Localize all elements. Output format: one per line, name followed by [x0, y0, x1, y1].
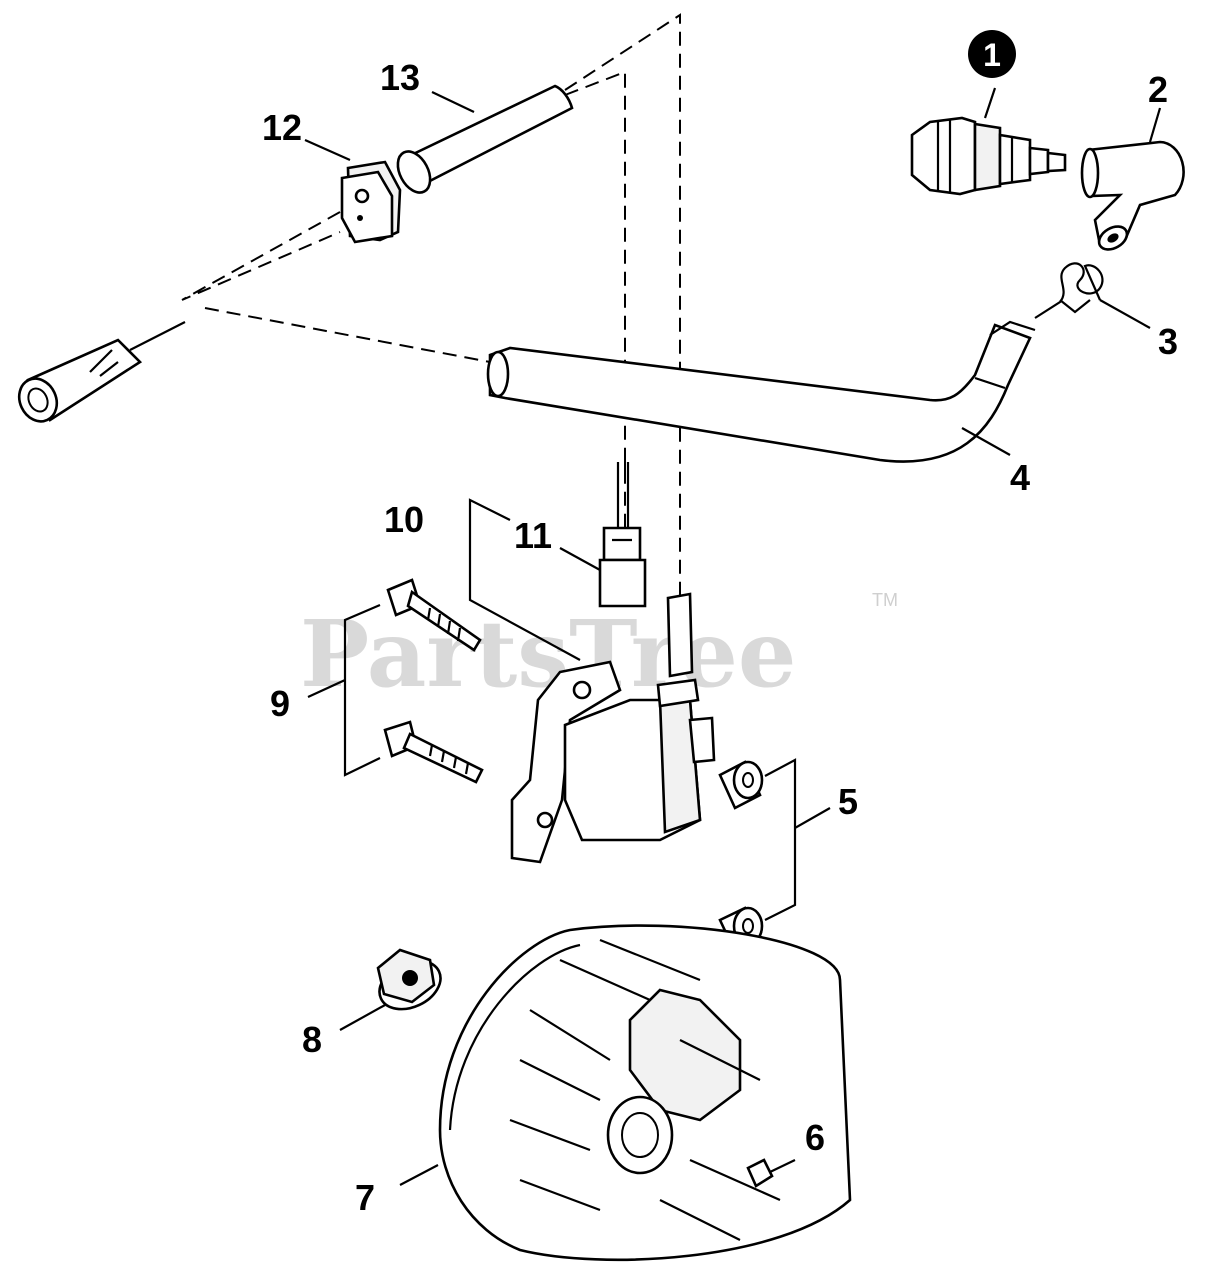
spacer-icon[interactable] — [718, 760, 764, 810]
watermark-tm: TM — [872, 590, 898, 610]
key-icon[interactable] — [746, 1158, 774, 1188]
callout-6[interactable]: 6 — [805, 1117, 825, 1158]
callout-2[interactable]: 2 — [1148, 69, 1168, 110]
bolt-icon[interactable] — [386, 578, 482, 652]
grommet-icon[interactable] — [340, 160, 402, 244]
spark-plug-icon[interactable] — [910, 116, 1067, 196]
callout-11[interactable]: 11 — [514, 515, 552, 556]
bolt-icon[interactable] — [383, 720, 484, 784]
callout-12[interactable]: 12 — [262, 107, 302, 148]
callouts: 1 2 3 4 5 6 7 8 9 10 11 12 13 — [262, 30, 1178, 1218]
flywheel-icon[interactable] — [438, 924, 852, 1262]
ignition-wire-icon[interactable] — [486, 320, 1036, 463]
tube-icon[interactable] — [391, 84, 574, 198]
callout-9[interactable]: 9 — [270, 683, 290, 724]
callout-10[interactable]: 10 — [384, 499, 424, 540]
ignition-coil-icon[interactable] — [510, 592, 716, 864]
callout-3[interactable]: 3 — [1158, 321, 1178, 362]
callout-1[interactable]: 1 — [968, 30, 1016, 78]
wire-terminal-icon — [17, 321, 186, 423]
callout-13[interactable]: 13 — [380, 57, 420, 98]
leader-lines — [304, 87, 1162, 1186]
callout-8[interactable]: 8 — [302, 1019, 322, 1060]
callout-4[interactable]: 4 — [1010, 457, 1030, 498]
connector-icon[interactable] — [598, 462, 647, 608]
callout-5[interactable]: 5 — [838, 781, 858, 822]
assembly-lines — [181, 13, 681, 600]
spark-plug-boot-icon[interactable] — [1080, 140, 1185, 254]
callout-7[interactable]: 7 — [355, 1177, 375, 1218]
nut-icon[interactable] — [372, 948, 449, 1018]
callout-1-label: 1 — [983, 37, 1001, 73]
spring-icon[interactable] — [1034, 262, 1104, 319]
